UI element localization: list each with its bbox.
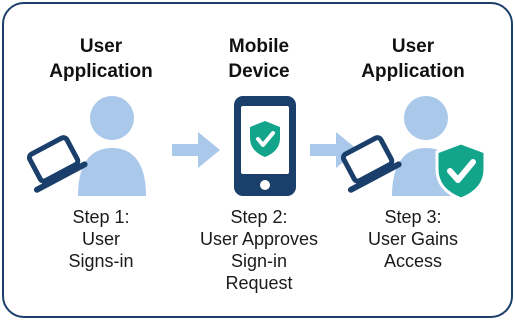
step-3: User Application Step 3: User Gains Acce… [338, 0, 508, 316]
step-1-heading-line-2: Application [49, 61, 153, 82]
user-with-laptop-and-shield-icon [340, 96, 487, 201]
laptop-icon [26, 135, 88, 193]
step-3-caption-line-2: User Gains [367, 229, 459, 249]
step-2-caption-line-1: Step 2: [230, 207, 288, 227]
person-head [404, 96, 448, 140]
smartphone-icon [234, 96, 296, 196]
user-with-laptop-icon [26, 96, 146, 196]
step-1-heading: User Application [26, 34, 176, 84]
step-1-heading-line-1: User [79, 36, 123, 57]
step-2-caption-line-4: Request [225, 273, 293, 293]
person-head [90, 96, 134, 140]
arrow-right-icon [172, 132, 220, 168]
step-3-heading-line-1: User [391, 36, 435, 57]
step-3-caption: Step 3: User Gains Access [338, 206, 488, 272]
step-2-caption: Step 2: User Approves Sign-in Request [184, 206, 334, 294]
step-2-heading-line-1: Mobile [228, 36, 290, 57]
step-2: Mobile Device Step 2: User Approves Sign… [184, 0, 354, 316]
person-body [78, 148, 146, 196]
laptop-icon [340, 135, 402, 193]
step-3-heading-line-2: Application [361, 61, 465, 82]
step-3-caption-line-3: Access [383, 251, 443, 271]
step-2-heading-line-2: Device [228, 61, 290, 82]
step-3-caption-line-1: Step 3: [384, 207, 442, 227]
step-2-heading: Mobile Device [184, 34, 334, 84]
step-1-caption-line-2: User [81, 229, 120, 249]
phone-home-button [260, 180, 270, 190]
shield-check-icon [250, 121, 280, 157]
step-2-caption-line-2: User Approves [199, 229, 319, 249]
step-1-caption-line-3: Signs-in [68, 251, 134, 271]
step-3-heading: User Application [338, 34, 488, 84]
step-2-caption-line-3: Sign-in [230, 251, 288, 271]
step-1: User Application Step 1: User Signs-in [26, 0, 196, 316]
shield-check-icon [435, 141, 487, 201]
step-1-caption-line-1: Step 1: [72, 207, 130, 227]
step-1-caption: Step 1: User Signs-in [26, 206, 176, 272]
